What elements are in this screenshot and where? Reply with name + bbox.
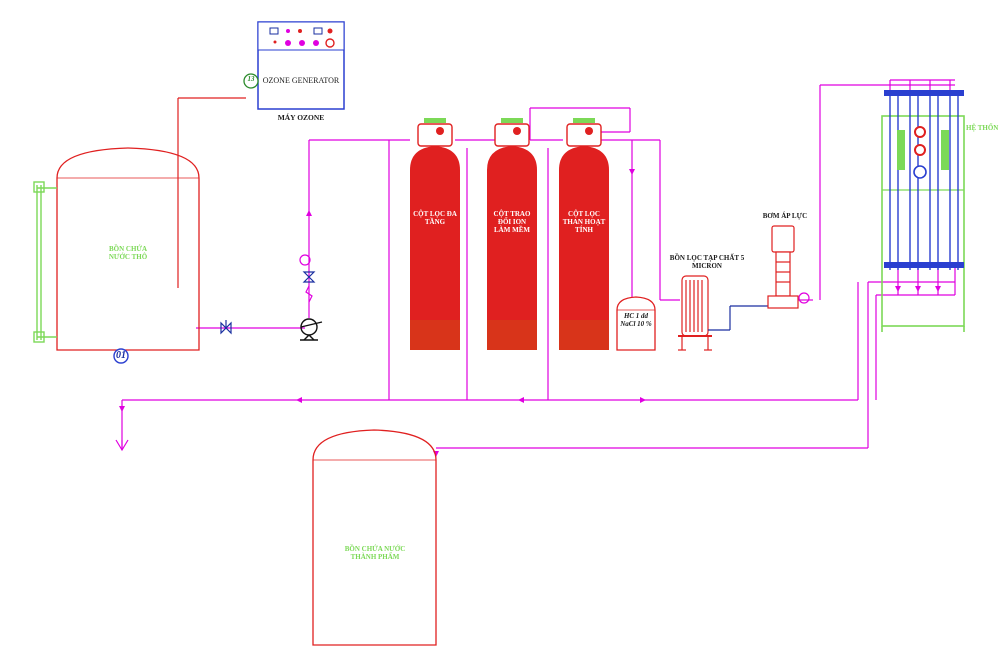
flow-arrows (119, 169, 941, 457)
drain-arrow (115, 439, 129, 452)
raw-tank-number-badge (113, 348, 129, 364)
product-water-tank (312, 429, 437, 646)
pump-label: BƠM ÁP LỰC (762, 212, 808, 220)
column-1-label: CỘT LỌC ĐA TẦNG (413, 210, 457, 227)
raw-water-tank (56, 147, 200, 364)
ro-system-label: HỆ THỐN (966, 124, 999, 132)
brine-tank (616, 296, 656, 351)
filter-column-2 (487, 118, 537, 350)
ozone-generator-label: OZONE GENERATOR (262, 76, 340, 85)
raw-tank-label: BỒN CHỨA NƯỚC THÔ (108, 245, 148, 262)
brine-tank-label: HC 1 dd NaCl 10 % (620, 312, 652, 329)
gate-valve-raw (220, 320, 232, 335)
ozone-caption: MÁY OZONE (277, 113, 325, 122)
column-2-label: CỘT TRAO ĐỔI ION LÀM MỀM (493, 210, 531, 235)
riser-valves (299, 254, 316, 303)
ozone-number-badge (243, 73, 259, 89)
feed-pump (300, 318, 323, 341)
level-gauge (33, 181, 57, 343)
filter-column-1 (410, 118, 460, 350)
raw-tank-number: 01 (116, 350, 126, 361)
pipe-network (121, 79, 956, 450)
product-tank-label: BỒN CHỨA NƯỚC THÀNH PHẨM (344, 545, 406, 562)
ozone-generator (243, 21, 345, 110)
cartridge-filter (678, 275, 768, 351)
high-pressure-pump (767, 225, 810, 309)
filter-column-3 (559, 118, 609, 350)
ro-system (881, 90, 965, 332)
cartridge-label: BỒN LỌC TẠP CHẤT 5 MICRON (669, 254, 745, 271)
ozone-line (177, 97, 246, 288)
column-3-label: CỘT LỌC THAN HOẠT TÍNH (562, 210, 606, 235)
ozone-number: 13 (247, 75, 255, 83)
